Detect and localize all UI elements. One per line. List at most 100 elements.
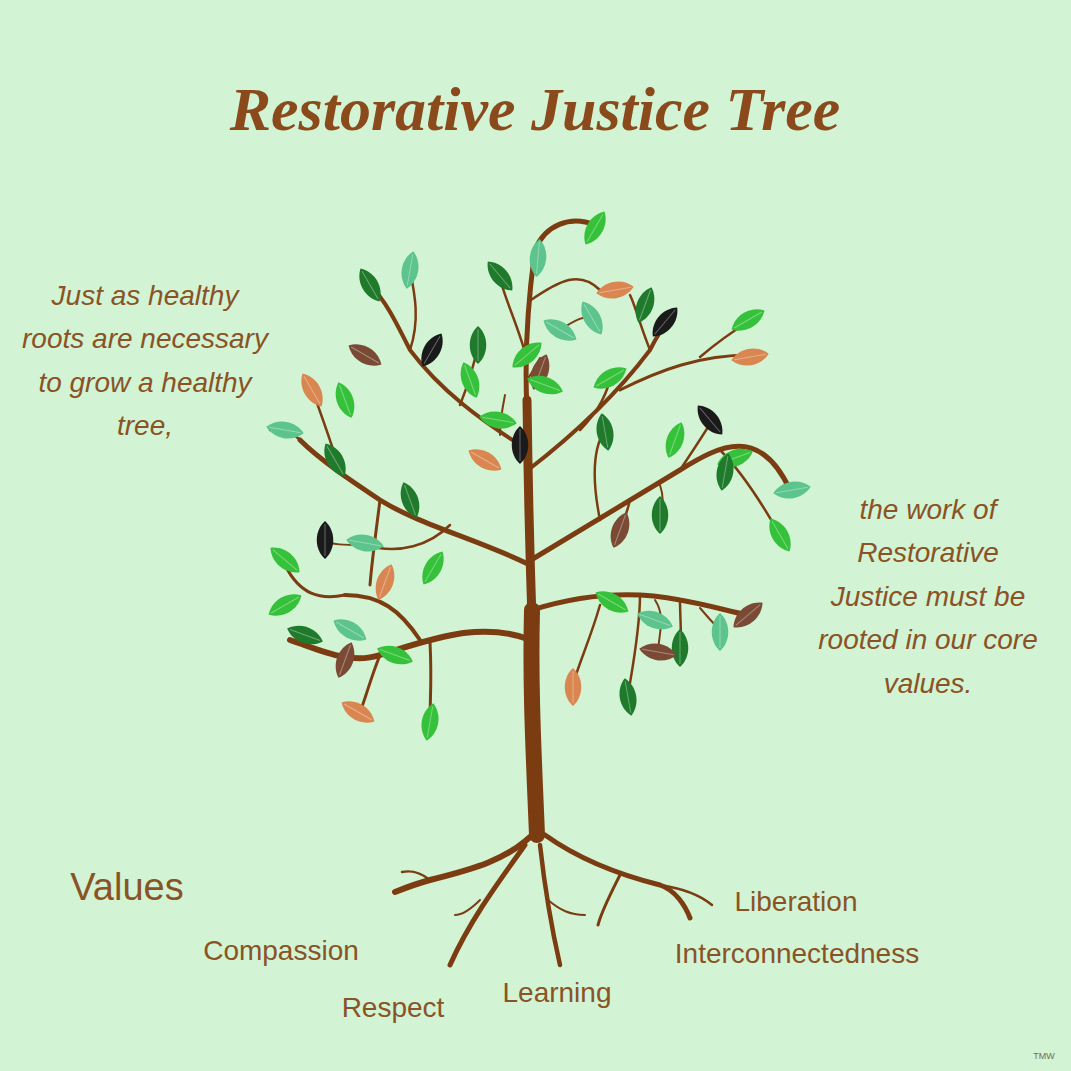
- leaf-blade: [539, 313, 580, 346]
- leaf-vein: [482, 417, 514, 423]
- leaf: [396, 479, 425, 520]
- leaf-blade: [265, 419, 305, 442]
- leaf-vein: [734, 354, 766, 360]
- leaf: [481, 256, 518, 296]
- leaf-blade: [478, 409, 518, 432]
- leaf-blade: [416, 547, 449, 588]
- leaf-vein: [490, 264, 511, 289]
- watermark: TMW: [1024, 1050, 1064, 1064]
- leaf: [691, 400, 728, 440]
- leaf: [295, 369, 328, 410]
- leaf: [416, 547, 449, 588]
- leaf: [265, 419, 305, 442]
- leaf: [617, 677, 640, 717]
- leaf-blade: [318, 439, 351, 480]
- value-label: Compassion: [171, 929, 391, 972]
- leaf-vein: [351, 347, 379, 363]
- leaf: [284, 621, 325, 650]
- leaf: [638, 641, 678, 664]
- values-heading: Values: [37, 858, 217, 917]
- leaf-vein: [405, 485, 416, 515]
- leaf-vein: [304, 376, 320, 404]
- leaf: [456, 359, 485, 400]
- leaf: [763, 514, 796, 555]
- title: Restorative Justice Tree: [35, 72, 1035, 146]
- leaf-blade: [631, 284, 660, 325]
- leaf-blade: [591, 585, 632, 618]
- leaf-blade: [714, 452, 737, 492]
- leaf: [345, 532, 385, 555]
- leaf-vein: [642, 649, 674, 655]
- leaf-blade: [464, 443, 505, 476]
- leaf-blade: [727, 303, 768, 336]
- leaf-blade: [763, 514, 796, 555]
- leaf-blade: [284, 621, 325, 650]
- leaf-blade: [594, 412, 617, 452]
- leaf-vein: [776, 487, 808, 493]
- leaf-vein: [273, 550, 298, 571]
- leaf: [631, 284, 660, 325]
- leaf: [337, 695, 378, 728]
- leaf-blade: [419, 702, 442, 742]
- leaf-vein: [734, 312, 762, 328]
- leaf-blade: [728, 596, 768, 633]
- leaf-vein: [537, 242, 540, 274]
- leaf-vein: [573, 671, 574, 703]
- leaf-blade: [672, 629, 689, 667]
- leaf-vein: [327, 446, 343, 474]
- leaf: [652, 496, 669, 534]
- leaf-blade: [589, 361, 630, 394]
- leaf-blade: [331, 379, 360, 420]
- leaf-blade: [295, 369, 328, 410]
- leaf: [512, 426, 529, 464]
- leaf-vein: [640, 290, 651, 320]
- leaf-vein: [640, 615, 670, 626]
- leaf-vein: [362, 271, 378, 299]
- leaf-vein: [587, 214, 603, 242]
- leaf: [265, 541, 305, 578]
- note-text: the work of Restorative Justice must be …: [810, 488, 1046, 705]
- leaf: [772, 479, 812, 502]
- leaf: [331, 639, 360, 680]
- leaf: [524, 371, 565, 400]
- leaf-blade: [730, 346, 770, 369]
- note-text: Just as healthy roots are necessary to g…: [20, 274, 270, 448]
- leaf-vein: [680, 632, 681, 664]
- leaf-blade: [661, 419, 690, 460]
- leaf-blade: [264, 588, 305, 621]
- leaf: [331, 379, 360, 420]
- leaf-vein: [722, 456, 728, 488]
- leaf: [478, 409, 518, 432]
- leaf-vein: [478, 329, 479, 361]
- leaf: [730, 346, 770, 369]
- leaf: [399, 250, 422, 290]
- leaf-blade: [317, 521, 334, 559]
- leaf-blade: [617, 677, 640, 717]
- leaf-vein: [344, 704, 372, 720]
- leaf-blade: [265, 541, 305, 578]
- leaf-vein: [340, 385, 351, 415]
- leaf-blade: [331, 639, 360, 680]
- leaf-vein: [424, 336, 440, 364]
- leaf-vein: [599, 287, 631, 293]
- value-label: Respect: [293, 986, 493, 1029]
- leaf-blade: [374, 641, 415, 670]
- leaf: [470, 326, 487, 364]
- leaf-blade: [456, 359, 485, 400]
- leaf: [317, 521, 334, 559]
- leaf-vein: [349, 540, 381, 546]
- tree-branches: [270, 221, 790, 965]
- leaf-blade: [595, 279, 635, 302]
- leaf-vein: [596, 370, 624, 386]
- leaf: [591, 585, 632, 618]
- leaf-vein: [271, 597, 299, 613]
- leaf-blade: [399, 250, 422, 290]
- leaf-blade: [345, 532, 385, 555]
- leaf: [594, 412, 617, 452]
- leaf-blade: [575, 297, 608, 338]
- leaf-vein: [615, 515, 626, 545]
- leaf-vein: [736, 605, 761, 626]
- leaf-blade: [772, 479, 812, 502]
- leaf-blade: [371, 561, 400, 602]
- leaf-blade: [337, 695, 378, 728]
